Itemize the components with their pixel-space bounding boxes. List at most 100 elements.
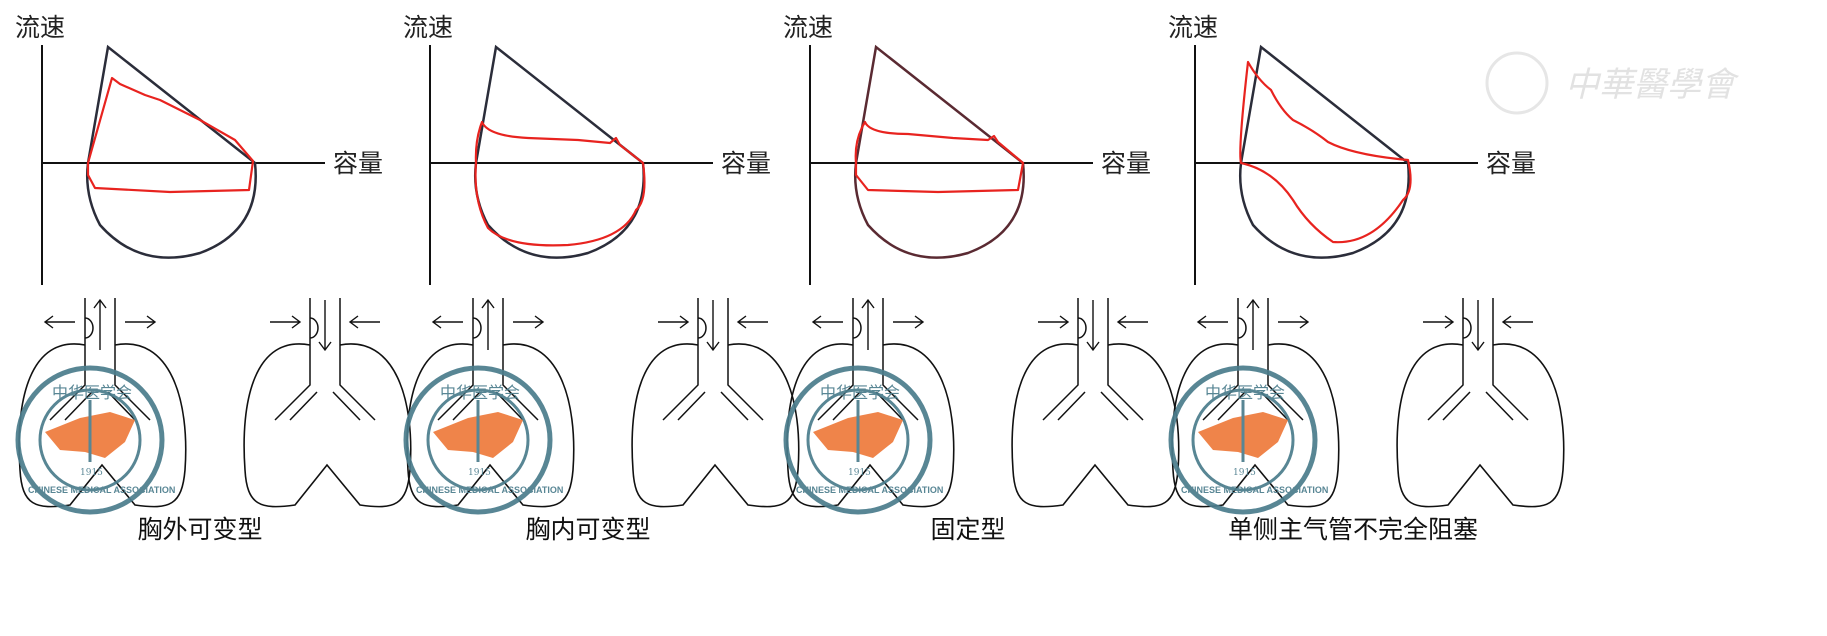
exhale-arrow-icon [93, 298, 107, 350]
lung-outline [631, 343, 800, 508]
inhale-arrow-icon [318, 300, 332, 352]
logo-cn-text: 中华医学会 [1205, 383, 1285, 402]
x-axis-label: 容量 [721, 149, 771, 178]
obstructed-flow-volume-loop [1239, 60, 1412, 244]
normal-flow-volume-loop [473, 44, 645, 259]
x-axis-label: 容量 [1101, 149, 1151, 178]
logo-inner-ring [426, 388, 530, 492]
normal-flow-volume-loop [1238, 44, 1410, 259]
logo-year-text: 1915 [80, 468, 103, 478]
logo-en-text: CHINESE MEDICAL ASSOCIATION [796, 485, 943, 495]
inhale-arrow-icon [1501, 315, 1533, 329]
obstruction-icon [1237, 317, 1247, 339]
exhale-arrow-icon [481, 298, 495, 350]
inhale-arrow-icon [1116, 315, 1148, 329]
inhale-arrow-icon [1423, 315, 1455, 329]
obstruction-icon [697, 317, 707, 339]
logo-en-text: CHINESE MEDICAL ASSOCIATION [28, 485, 175, 495]
obstructed-flow-volume-loop [474, 120, 646, 247]
obstruction-icon [309, 317, 319, 339]
trachea-bronchi [49, 298, 151, 421]
logo-ring [1168, 365, 1318, 515]
logo-cn-text: 中华医学会 [820, 383, 900, 402]
lung-outline [18, 343, 187, 508]
logo-year-text: 1915 [468, 468, 491, 478]
inhale-arrow-icon [658, 315, 690, 329]
logo-ring [403, 365, 553, 515]
trachea-bronchi [274, 298, 376, 421]
logo-cn-text: 中华医学会 [52, 383, 132, 402]
y-axis-label: 流速 [403, 13, 453, 42]
exhale-arrow-icon [513, 315, 545, 329]
lung-outline [243, 343, 412, 508]
lung-outline [1011, 343, 1180, 508]
lung-inspiration [631, 298, 800, 508]
logo-inner-ring [38, 388, 142, 492]
obstruction-icon [1462, 317, 1472, 339]
logo-inner-ring [1191, 388, 1295, 492]
lung-inspiration [1011, 298, 1180, 508]
exhale-arrow-icon [1196, 315, 1228, 329]
trachea-bronchi [437, 298, 539, 421]
panel-caption: 胸外可变型 [137, 515, 262, 544]
normal-flow-volume-loop [85, 44, 257, 259]
trachea-bronchi [817, 298, 919, 421]
watermark-text: 中華醫學會 [1565, 65, 1740, 105]
inhale-arrow-icon [1086, 300, 1100, 352]
watermark: 中華醫學會 [1485, 51, 1740, 115]
logo-en-text: CHINESE MEDICAL ASSOCIATION [1181, 485, 1328, 495]
logo-year-text: 1915 [848, 468, 871, 478]
exhale-arrow-icon [861, 298, 875, 350]
watermark-seal-icon [1485, 51, 1549, 115]
lung-inspiration [1396, 298, 1565, 508]
y-axis-label: 流速 [15, 13, 65, 42]
exhale-arrow-icon [811, 315, 843, 329]
lung-outline [406, 343, 575, 508]
lung-inspiration [243, 298, 412, 508]
obstruction-icon [1077, 317, 1087, 339]
y-axis-label: 流速 [1168, 13, 1218, 42]
inhale-arrow-icon [706, 300, 720, 352]
trachea-bronchi [1042, 298, 1144, 421]
inhale-arrow-icon [348, 315, 380, 329]
obstruction-icon [84, 317, 94, 339]
logo-en-text: CHINESE MEDICAL ASSOCIATION [416, 485, 563, 495]
inhale-arrow-icon [1038, 315, 1070, 329]
y-axis-label: 流速 [783, 13, 833, 42]
x-axis-label: 容量 [333, 149, 383, 178]
panel-caption: 固定型 [930, 515, 1005, 544]
trachea-bronchi [662, 298, 764, 421]
panel-caption: 单侧主气管不完全阻塞 [1228, 515, 1478, 544]
obstructed-flow-volume-loop [854, 120, 1025, 194]
lung-outline [1396, 343, 1565, 508]
inhale-arrow-icon [1471, 300, 1485, 352]
lung-outline [1171, 343, 1340, 508]
trachea-bronchi [1427, 298, 1529, 421]
exhale-arrow-icon [431, 315, 463, 329]
exhale-arrow-icon [43, 315, 75, 329]
inhale-arrow-icon [736, 315, 768, 329]
exhale-arrow-icon [893, 315, 925, 329]
normal-flow-volume-loop [853, 44, 1025, 259]
logo-year-text: 1915 [1233, 468, 1256, 478]
logo-cn-text: 中华医学会 [440, 383, 520, 402]
obstructed-flow-volume-loop [86, 76, 255, 194]
logo-ring [15, 365, 165, 515]
exhale-arrow-icon [1278, 315, 1310, 329]
logo-inner-ring [806, 388, 910, 492]
trachea-bronchi [1202, 298, 1304, 421]
exhale-arrow-icon [125, 315, 157, 329]
obstruction-icon [472, 317, 482, 339]
